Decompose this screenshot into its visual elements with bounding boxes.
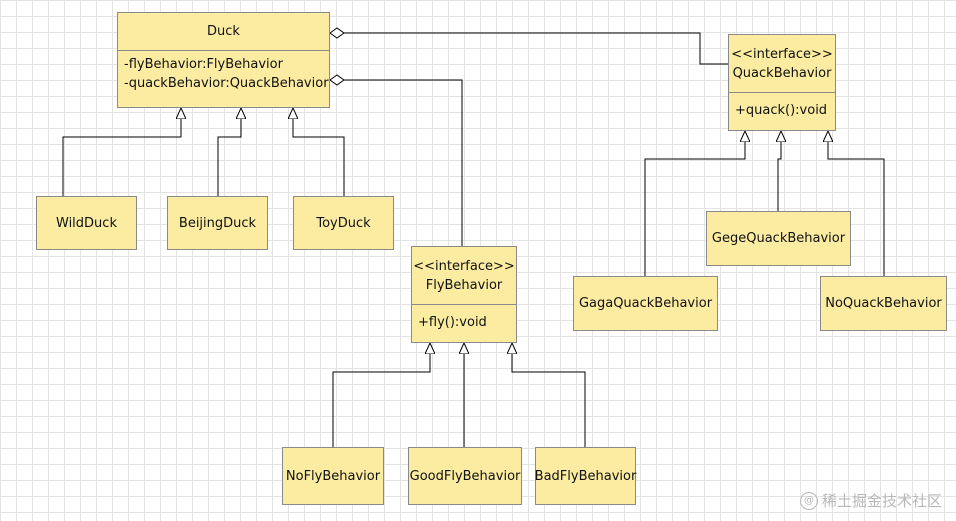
toyduck-class-name: ToyDuck <box>316 215 371 231</box>
quackbehavior-method-quack: +quack():void <box>735 103 828 118</box>
aggregation-diamond-fly <box>329 74 345 86</box>
edge-toyduck-duck <box>293 108 345 196</box>
flybehavior-interface[interactable]: <<interface>> FlyBehavior +fly():void <box>411 246 517 343</box>
gagaquackbehavior-class[interactable]: GagaQuackBehavior <box>573 276 718 331</box>
badflybehavior-class[interactable]: BadFlyBehavior <box>535 447 636 505</box>
wildduck-class[interactable]: WildDuck <box>36 196 137 250</box>
gegequackbehavior-class-name: GegeQuackBehavior <box>711 231 846 246</box>
flybehavior-method-fly: +fly():void <box>418 315 487 330</box>
badflybehavior-class-name: BadFlyBehavior <box>534 468 637 484</box>
duck-attribute-fly: -flyBehavior:FlyBehavior <box>124 57 283 72</box>
toyduck-class[interactable]: ToyDuck <box>293 196 394 250</box>
noquackbehavior-class-name: NoQuackBehavior <box>825 296 942 311</box>
duck-class[interactable]: Duck -flyBehavior:FlyBehavior -quackBeha… <box>117 12 330 108</box>
duck-class-attributes: -flyBehavior:FlyBehavior -quackBehavior:… <box>118 51 329 107</box>
edge-noflybehavior-flybehavior <box>332 343 430 447</box>
beijingduck-class[interactable]: BeijingDuck <box>167 196 268 250</box>
edge-gagaquack-quackbehavior <box>644 131 745 276</box>
aggregation-diamond-quack <box>329 27 345 39</box>
gagaquackbehavior-class-name: GagaQuackBehavior <box>578 296 713 311</box>
edge-noquack-quackbehavior <box>828 131 885 276</box>
edge-badflybehavior-flybehavior <box>512 343 586 447</box>
flybehavior-methods: +fly():void <box>412 305 516 342</box>
wildduck-class-name: WildDuck <box>56 215 117 231</box>
quackbehavior-stereotype: <<interface>> <box>731 46 833 62</box>
watermark: @ 稀土掘金技术社区 <box>799 490 942 511</box>
flybehavior-name: FlyBehavior <box>425 277 503 293</box>
edge-duck-quackbehavior <box>344 32 728 65</box>
watermark-text: 稀土掘金技术社区 <box>821 492 942 510</box>
noflybehavior-class[interactable]: NoFlyBehavior <box>282 447 384 505</box>
flybehavior-header: <<interface>> FlyBehavior <box>412 247 516 305</box>
flybehavior-stereotype: <<interface>> <box>413 258 515 274</box>
duck-class-name: Duck <box>207 24 240 39</box>
quackbehavior-methods: +quack():void <box>729 93 835 130</box>
beijingduck-class-name: BeijingDuck <box>178 215 257 231</box>
quackbehavior-header: <<interface>> QuackBehavior <box>729 35 835 93</box>
at-icon: @ <box>799 491 818 510</box>
edge-gegequack-quackbehavior <box>778 131 781 211</box>
duck-attribute-quack: -quackBehavior:QuackBehavior <box>124 76 329 91</box>
goodflybehavior-class-name: GoodFlyBehavior <box>409 468 521 484</box>
edge-wildduck-duck <box>62 108 181 196</box>
quackbehavior-name: QuackBehavior <box>732 65 832 81</box>
edge-beijingduck-duck <box>217 108 241 196</box>
gegequackbehavior-class[interactable]: GegeQuackBehavior <box>706 211 851 266</box>
duck-class-name-section: Duck <box>118 13 329 51</box>
noflybehavior-class-name: NoFlyBehavior <box>285 468 381 484</box>
quackbehavior-interface[interactable]: <<interface>> QuackBehavior +quack():voi… <box>728 34 836 131</box>
edge-duck-flybehavior <box>344 79 463 246</box>
goodflybehavior-class[interactable]: GoodFlyBehavior <box>408 447 522 505</box>
noquackbehavior-class[interactable]: NoQuackBehavior <box>820 276 947 331</box>
